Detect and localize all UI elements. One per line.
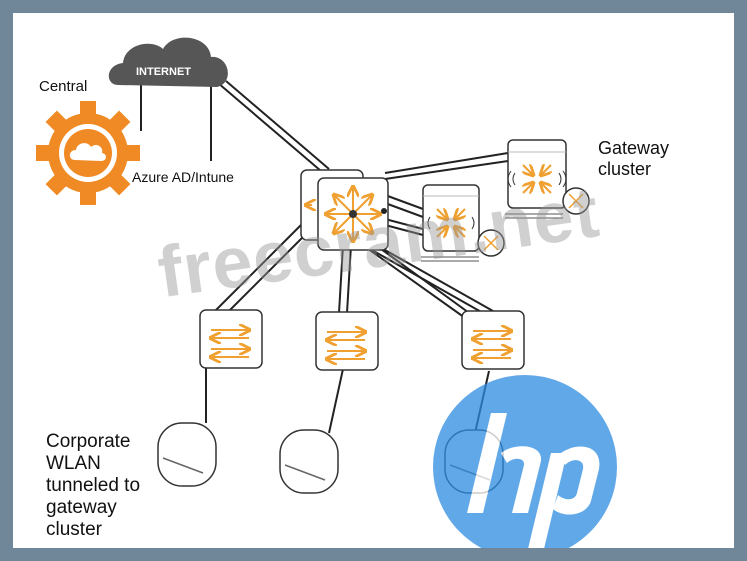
internet-cloud: INTERNET	[108, 37, 228, 87]
central-label: Central	[39, 78, 88, 95]
network-diagram: INTERNET	[36, 37, 617, 548]
diagram-canvas: INTERNET	[13, 13, 734, 548]
hp-logo-watermark	[433, 375, 617, 548]
core-switch-icon	[300, 169, 389, 251]
gateway-device-1	[505, 139, 590, 219]
gateway-cluster-label: Gateway cluster	[598, 138, 670, 179]
access-switch-3	[461, 310, 525, 370]
connection-lines	[140, 80, 509, 434]
internet-label: INTERNET	[136, 66, 191, 78]
access-switch-1	[199, 309, 263, 369]
central-gear-icon	[36, 101, 140, 205]
corporate-wlan-label: Corporate WLAN tunneled to gateway clust…	[46, 431, 141, 540]
access-point-1	[157, 422, 217, 487]
gateway-device-2	[421, 184, 505, 262]
access-switch-2	[315, 311, 379, 371]
azure-ad-intune-label: Azure AD/Intune	[132, 169, 234, 185]
access-point-2	[279, 429, 339, 494]
